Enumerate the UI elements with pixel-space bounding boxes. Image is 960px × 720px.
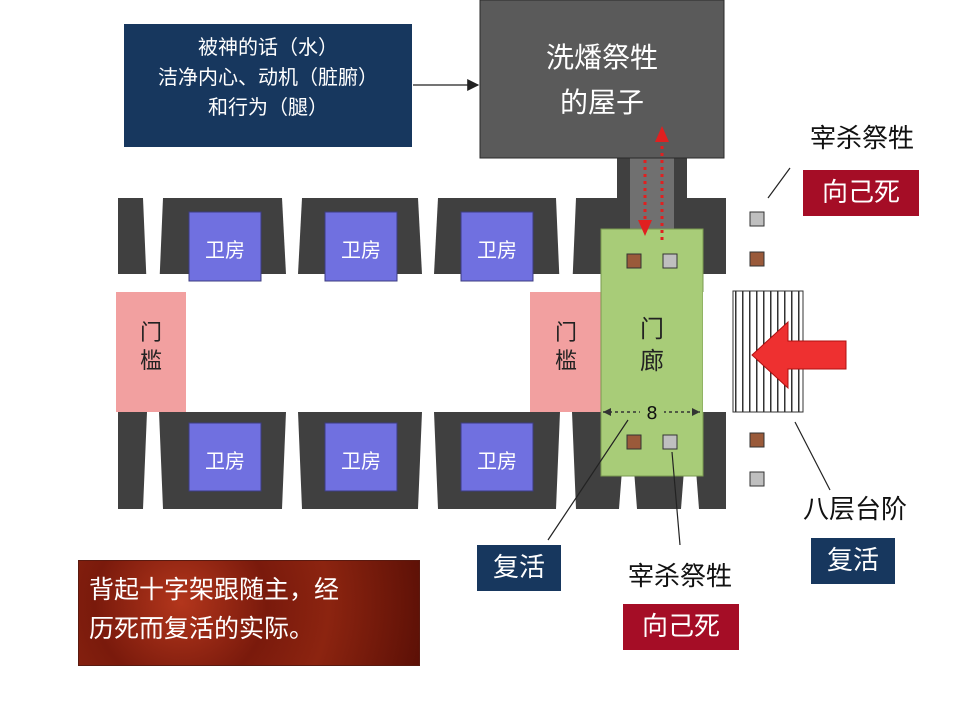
porch-label: 门 廊 (640, 315, 664, 376)
title-line: 和行为（腿） (208, 95, 328, 119)
ring-gray (662, 253, 678, 269)
title-line: 洁净内心、动机（脏腑） (158, 65, 378, 89)
resurrection-badge: 复活 (477, 545, 561, 591)
ring-gray (749, 471, 765, 487)
ring-brown (749, 432, 765, 448)
steps-badge: 复活 (811, 538, 895, 584)
entrance-gap (703, 292, 730, 412)
threshold-inner (116, 292, 186, 412)
bear-cross-box: 背起十字架跟随主，经 历死而复活的实际。 (78, 560, 420, 666)
central-court (185, 274, 530, 412)
threshold-outer-label: 门 槛 (554, 321, 577, 374)
slaughter-top-badge: 向己死 (803, 170, 919, 216)
bear-cross-line: 历死而复活的实际。 (89, 613, 315, 643)
slaughter-top-label: 宰杀祭牲 (809, 124, 914, 154)
leader-slaughter-bottom (671, 451, 681, 546)
bear-cross-line: 背起十字架跟随主，经 (89, 575, 340, 604)
guard-room (188, 211, 262, 282)
guard-room (324, 422, 398, 492)
threshold-inner-label: 门 槛 (139, 321, 162, 374)
slaughter-bottom-label: 宰杀祭牲 (627, 562, 732, 592)
house-passage (630, 158, 674, 230)
leader-steps (794, 421, 831, 491)
guard-room (460, 422, 534, 492)
title-box: 被神的话（水） 洁净内心、动机（脏腑） 和行为（腿） (124, 24, 412, 147)
guard-room-label: 卫房 (205, 238, 245, 262)
guard-rooms (188, 211, 534, 492)
guard-room (188, 422, 262, 492)
ring-brown (749, 251, 765, 267)
dotted-red-arrows-icon (638, 126, 669, 240)
slaughter-bottom-badge: 向己死 (623, 604, 739, 650)
guard-room-label: 卫房 (477, 449, 517, 473)
ring-gray (662, 434, 678, 450)
ring-gray (749, 211, 765, 227)
guard-room-label: 卫房 (341, 449, 381, 473)
ring-brown (626, 253, 642, 269)
arrow-left-icon (751, 320, 847, 390)
leader-slaughter-top (767, 167, 791, 199)
steps-label: 八层台阶 (802, 495, 907, 525)
guard-room-label: 卫房 (205, 449, 245, 473)
leader-resurrection (547, 419, 629, 541)
ring-brown (626, 434, 642, 450)
title-line: 被神的话（水） (198, 35, 338, 59)
wall-slits (143, 198, 699, 509)
guard-room-label: 卫房 (341, 238, 381, 262)
guard-room (460, 211, 534, 282)
threshold-outer (530, 292, 602, 412)
guard-room-label: 卫房 (477, 238, 517, 262)
guard-room (324, 211, 398, 282)
washing-house (479, 0, 725, 159)
porch-width-value: 8 (640, 403, 664, 424)
washing-house-label: 洗燔祭牲 的屋子 (545, 41, 658, 119)
offering-rings (626, 211, 765, 487)
